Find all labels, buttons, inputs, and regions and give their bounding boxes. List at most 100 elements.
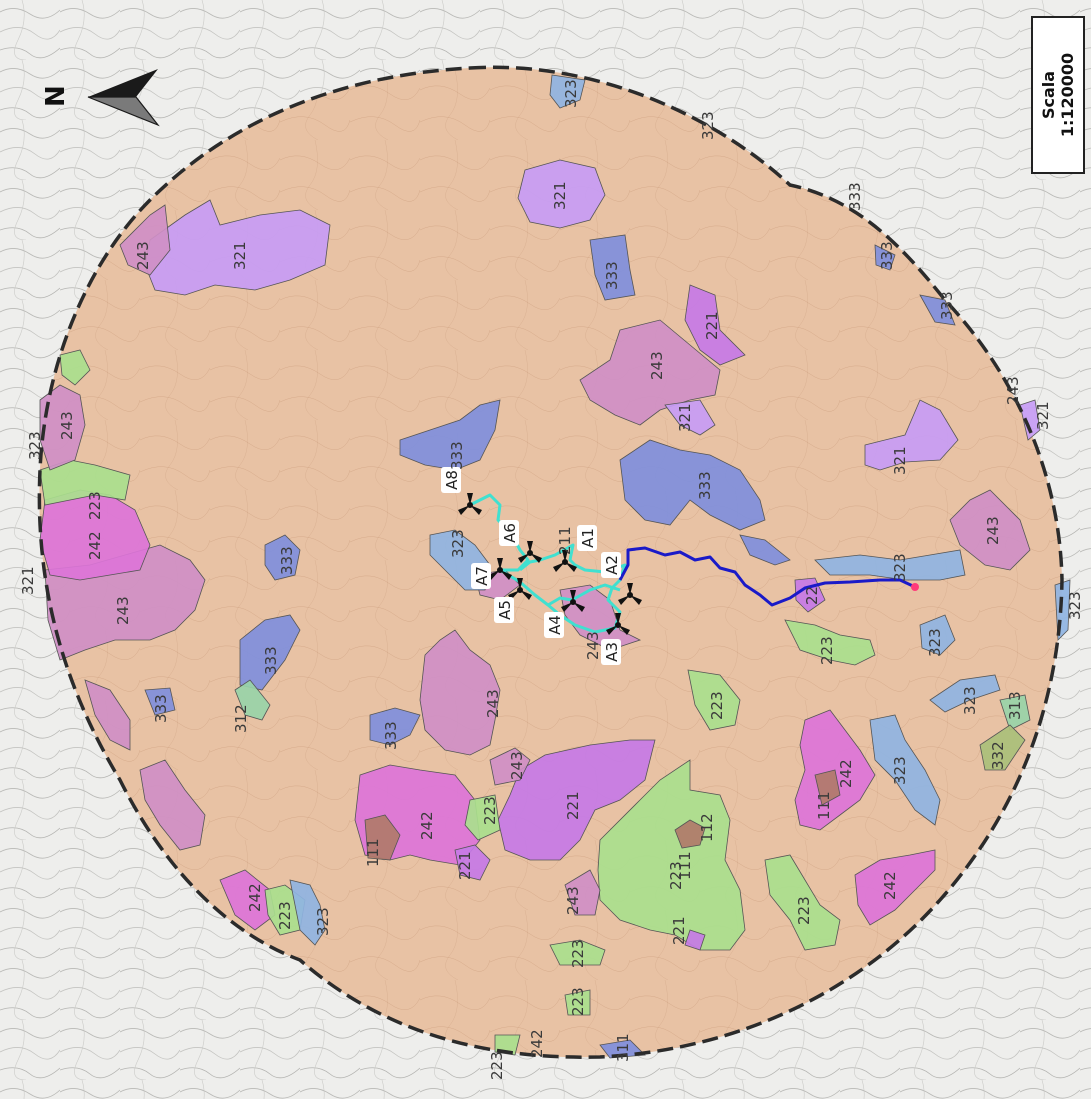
code-label: 323 <box>891 756 909 785</box>
turbine-label-a1: A1 <box>579 528 597 548</box>
code-label: 242 <box>528 1029 546 1058</box>
polygon-313 <box>999 694 1031 731</box>
polygon-223 <box>549 939 606 966</box>
polygon-223 <box>39 459 131 506</box>
code-label: 221 <box>670 916 688 945</box>
polygon-323 <box>869 714 941 826</box>
polygon-321 <box>864 399 959 471</box>
code-label: 323 <box>961 686 979 715</box>
code-label: 243 <box>484 689 502 718</box>
polygon-321 <box>517 159 606 229</box>
scale-box: Scala 1:120000 <box>1031 16 1085 174</box>
code-label: 333 <box>262 646 280 675</box>
code-label: 323 <box>449 529 467 558</box>
code-label: 333 <box>878 241 896 270</box>
code-label: 211 <box>556 526 574 555</box>
code-label: 323 <box>926 628 944 657</box>
polygon-243 <box>139 759 206 851</box>
polygon-333 <box>739 534 791 566</box>
polygon-223 <box>597 759 746 951</box>
polygon-312 <box>234 679 271 721</box>
turbine-icon <box>606 613 630 635</box>
polygon-323 <box>549 74 586 109</box>
code-label: 333 <box>696 471 714 500</box>
polygon-223 <box>564 989 591 1016</box>
code-label: 243 <box>648 351 666 380</box>
code-label: 321 <box>891 446 909 475</box>
polygon-221 <box>684 284 746 366</box>
substation-point <box>911 583 919 591</box>
code-label: 243 <box>58 411 76 440</box>
code-label: 333 <box>152 694 170 723</box>
code-label: 323 <box>562 79 580 108</box>
polygon-333 <box>399 399 501 471</box>
polygon-323 <box>929 674 1001 713</box>
turbine-label-a6: A6 <box>501 523 519 543</box>
code-label: 321 <box>19 566 37 595</box>
code-label: 111 <box>676 851 694 880</box>
code-label: 323 <box>314 907 332 936</box>
code-label: 242 <box>837 759 855 788</box>
code-label: 242 <box>881 871 899 900</box>
code-label: 112 <box>698 813 716 842</box>
polygon-22 <box>794 577 826 613</box>
polygon-321 <box>664 399 716 436</box>
code-label: 332 <box>989 741 1007 770</box>
polygon-223 <box>784 619 876 666</box>
turbine-icon <box>553 550 577 572</box>
code-label: 221 <box>703 311 721 340</box>
polygon-243 <box>84 679 131 751</box>
code-label: 333 <box>448 441 466 470</box>
code-label: 223 <box>86 491 104 520</box>
code-label: 242 <box>246 883 264 912</box>
polygon-243 <box>119 204 171 276</box>
code-label: 333 <box>938 291 956 320</box>
polygon-223 <box>464 794 501 841</box>
polygon-323 <box>289 879 326 946</box>
code-label: 221 <box>456 851 474 880</box>
code-label: 223 <box>818 636 836 665</box>
code-label: 111 <box>364 838 382 867</box>
code-label: 243 <box>1004 376 1022 405</box>
polygon-223 <box>764 854 841 951</box>
code-label: 243 <box>114 596 132 625</box>
scale-title: Scala <box>1039 70 1058 120</box>
code-label: 323 <box>26 431 44 460</box>
polygon-333 <box>144 687 176 716</box>
code-label: 311 <box>614 1033 632 1062</box>
polygon-243 <box>579 319 721 426</box>
code-label: 111 <box>815 791 833 820</box>
polygon-243 <box>564 869 601 916</box>
polygon-223 <box>687 669 741 731</box>
code-label: 223 <box>569 939 587 968</box>
polygon-243 <box>949 489 1031 571</box>
turbine-label-a5: A5 <box>496 600 514 620</box>
code-label: 223 <box>276 901 294 930</box>
code-label: 223 <box>708 691 726 720</box>
turbine-icon <box>518 541 542 563</box>
polygon-323 <box>814 549 966 581</box>
scale-label: Scala 1:120000 <box>1039 53 1077 137</box>
polygon-333 <box>619 439 766 531</box>
polygon-111 <box>364 814 401 861</box>
polygon-221 <box>454 844 491 881</box>
code-label: 333 <box>846 182 864 211</box>
turbine-label-a8: A8 <box>443 470 461 490</box>
code-label: 243 <box>564 886 582 915</box>
code-label: 243 <box>134 241 152 270</box>
polygon-223 <box>59 349 91 386</box>
code-label: 223 <box>569 987 587 1016</box>
polygon-333 <box>264 534 301 581</box>
polygon-333 <box>589 234 636 301</box>
turbine-label-a7: A7 <box>473 566 491 586</box>
turbine-icon <box>618 583 642 605</box>
code-label: 321 <box>551 181 569 210</box>
code-label: 243 <box>508 751 526 780</box>
code-label: 333 <box>382 721 400 750</box>
polygon-333 <box>369 707 421 746</box>
polygon-323 <box>919 614 956 656</box>
code-label: 242 <box>418 811 436 840</box>
internal-cable-branch <box>547 583 621 607</box>
code-label: 223 <box>795 896 813 925</box>
